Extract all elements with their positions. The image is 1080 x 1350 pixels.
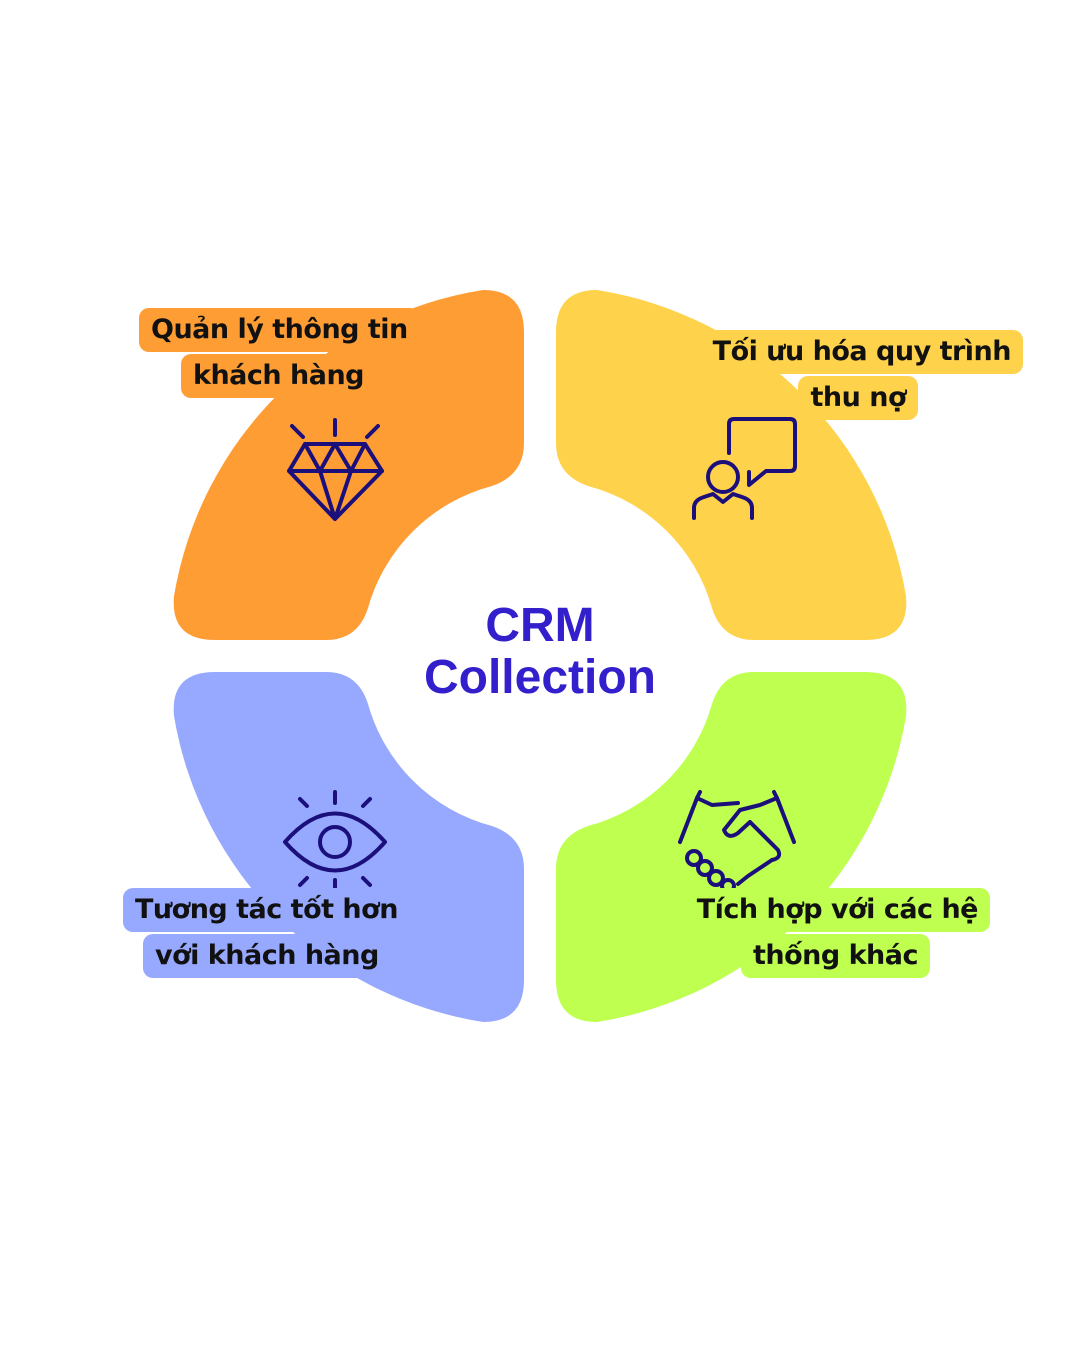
label-bottom-right-line2: thống khác [740,934,930,978]
label-bottom-left-line1: Tương tác tốt hơn [123,888,410,932]
label-top-left-line2: khách hàng [181,354,377,398]
label-top-left-line1: Quản lý thông tin [139,308,420,352]
handshake-icon [678,790,796,894]
center-title-line1: CRM [485,599,595,652]
label-top-right-line2: thu nợ [798,376,918,420]
diamond-icon [287,418,384,521]
label-top-right-line1: Tối ưu hóa quy trình [700,330,1023,374]
label-bottom-right-line1: Tích hợp với các hệ [684,888,990,932]
center-title-line2: Collection [423,651,656,704]
eye-icon [283,790,387,893]
person-chat-icon [692,417,797,520]
label-bottom-left-line2: với khách hàng [143,934,391,978]
